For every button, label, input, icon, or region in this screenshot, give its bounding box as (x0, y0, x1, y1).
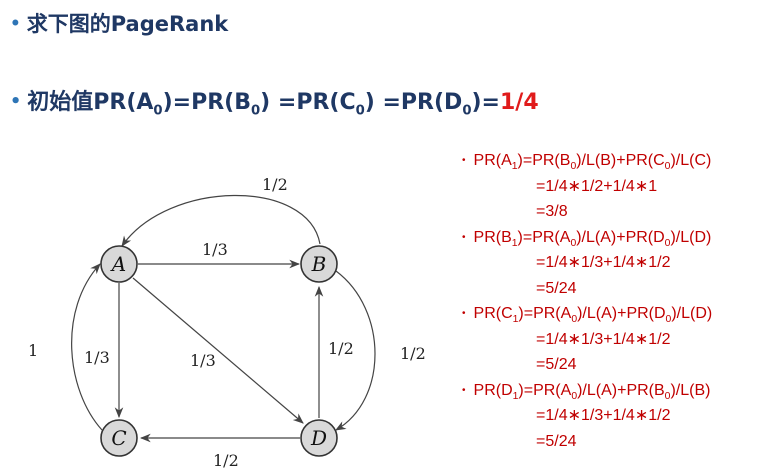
calc-subscript: 0 (571, 314, 578, 326)
calc-subscript: 0 (664, 237, 671, 249)
label-b-to-d: 1/2 (400, 344, 426, 363)
init-formula-subscript: 0 (250, 103, 261, 119)
initial-value-formula: 初始值PR(A0)=PR(B0) =PR(C0) =PR(D0)= (27, 90, 501, 119)
calc-text: )/L(D) (671, 305, 713, 322)
calc-formula: •PR(B1)=PR(A0)/L(A)+PR(D0)/L(D) (462, 225, 712, 251)
calc-step: =1/4∗1/3+1/4∗1/2 (536, 407, 671, 424)
calc-subscript: 1 (511, 237, 518, 249)
node-c-label: C (111, 426, 126, 450)
label-a-to-b: 1/3 (202, 240, 228, 259)
calc-text: )=PR(A (517, 228, 571, 246)
calc-text: )/L(A)+PR(D (576, 228, 665, 246)
calc-text: PR(D (473, 381, 513, 399)
bullet-dot: • (462, 308, 466, 319)
calc-step: =5/24 (536, 356, 577, 373)
edge-a-to-d (132, 277, 304, 424)
calc-text: )/L(B)+PR(C (576, 152, 665, 169)
calc-step: =1/4∗1/3+1/4∗1/2 (536, 254, 671, 271)
pagerank-calculations: •PR(A1)=PR(B0)/L(B)+PR(C0)/L(C)=1/4∗1/2+… (462, 148, 712, 454)
node-d-label: D (310, 426, 327, 450)
calc-formula: •PR(A1)=PR(B0)/L(B)+PR(C0)/L(C) (462, 148, 712, 174)
calc-subscript: 1 (512, 390, 519, 402)
edge-b-to-d (335, 270, 376, 431)
node-b: B (300, 245, 338, 283)
label-c-to-a: 1 (28, 341, 38, 360)
calc-text: PR(B (473, 228, 512, 246)
calc-formula: •PR(D1)=PR(A0)/L(A)+PR(B0)/L(B) (462, 378, 712, 404)
pagerank-graph: 1/2 1/3 1/3 1/3 1 1/2 1/2 1/2 A B C D (28, 175, 426, 470)
init-formula-part: 初始值PR(A (27, 90, 154, 115)
calc-step: =1/4∗1/3+1/4∗1/2 (536, 330, 671, 348)
calc-text: )/L(B) (670, 381, 711, 399)
calc-text: )=PR(A (518, 381, 572, 399)
node-a: A (100, 245, 138, 283)
bullet-dot: • (10, 92, 22, 112)
calc-text: PR(A (473, 152, 512, 169)
init-formula-part: )=PR(B (162, 90, 251, 115)
calc-text: )=PR(B (517, 152, 571, 169)
label-a-to-c: 1/3 (84, 348, 110, 367)
node-b-label: B (311, 252, 327, 276)
calc-step: =1/4∗1/2+1/4∗1 (536, 177, 658, 195)
calc-text: )=PR(A (518, 305, 572, 322)
edge-c-to-a (71, 263, 103, 431)
calc-step: =5/24 (536, 432, 577, 450)
calc-step: =5/24 (536, 279, 577, 297)
calc-text: )/L(A)+PR(B (577, 381, 665, 399)
bullet-dot: • (462, 155, 466, 166)
initial-value: 1/4 (500, 90, 539, 115)
calc-subscript: 0 (570, 161, 577, 173)
bullet-dot: • (462, 231, 466, 243)
init-formula-part: ) =PR(C (260, 90, 356, 115)
init-formula-subscript: 0 (462, 103, 472, 119)
slide-title: •求下图的PageRank (10, 8, 228, 38)
calc-text: )/L(C) (670, 152, 712, 169)
label-b-to-a: 1/2 (262, 175, 288, 194)
node-d: D (300, 419, 338, 457)
calc-text: )/L(D) (670, 228, 712, 246)
calc-text: PR(C (473, 305, 513, 322)
init-formula-subscript: 0 (153, 103, 163, 119)
init-formula-part: ) =PR(D (364, 90, 463, 115)
edge-b-to-a (121, 194, 321, 247)
bullet-dot: • (462, 384, 466, 396)
calc-subscript: 0 (664, 390, 671, 402)
calc-step: =3/8 (536, 203, 568, 220)
node-a-label: A (110, 252, 126, 276)
title-text: 求下图的PageRank (26, 12, 229, 36)
label-d-to-c: 1/2 (213, 451, 239, 470)
calc-subscript: 1 (512, 314, 519, 326)
label-a-to-d: 1/3 (190, 351, 216, 370)
calc-subscript: 0 (570, 237, 577, 249)
calc-formula: •PR(C1)=PR(A0)/L(A)+PR(D0)/L(D) (462, 301, 712, 327)
node-c: C (100, 419, 138, 457)
bullet-dot: • (10, 13, 21, 33)
init-formula-subscript: 0 (355, 103, 365, 119)
initial-value-line: •初始值PR(A0)=PR(B0) =PR(C0) =PR(D0)=1/4 (10, 84, 539, 118)
calc-text: )/L(A)+PR(D (577, 305, 666, 322)
init-formula-part: )= (471, 90, 501, 115)
calc-subscript: 0 (665, 314, 672, 326)
label-d-to-b: 1/2 (328, 339, 354, 358)
calc-subscript: 0 (571, 390, 578, 402)
calc-subscript: 1 (511, 161, 518, 173)
calc-subscript: 0 (664, 161, 671, 173)
